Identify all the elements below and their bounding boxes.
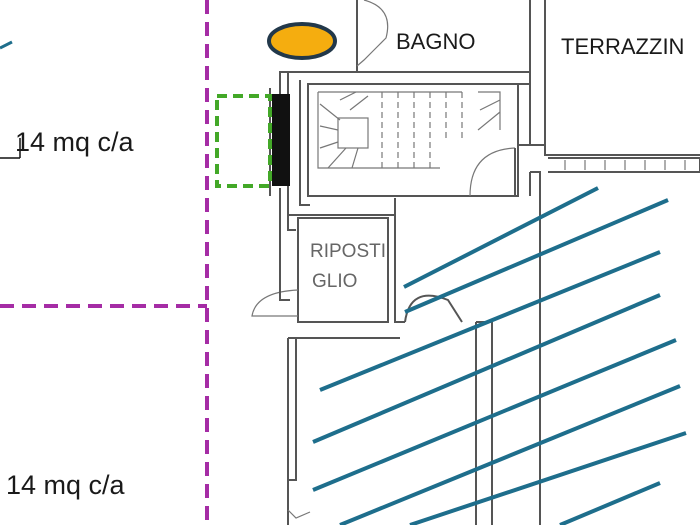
- black-wall-bar: [272, 94, 290, 186]
- hatch-area: [312, 186, 687, 525]
- dashed-boundary: [0, 0, 209, 525]
- room-label-ripostiglio-line1: RIPOSTI: [310, 241, 386, 262]
- room-label-ripostiglio-line2: GLIO: [312, 271, 357, 292]
- area-label-bottom: 14 mq c/a: [6, 470, 126, 500]
- hatch-fragment-left: [0, 40, 13, 50]
- room-label-terrazzino: TERRAZZIN: [561, 34, 684, 59]
- walls: [251, 0, 700, 525]
- marker-ellipse: [267, 22, 337, 60]
- green-dashed-rect: [215, 94, 272, 188]
- room-label-bagno: BAGNO: [396, 29, 475, 54]
- area-label-top: 14 mq c/a: [15, 127, 135, 157]
